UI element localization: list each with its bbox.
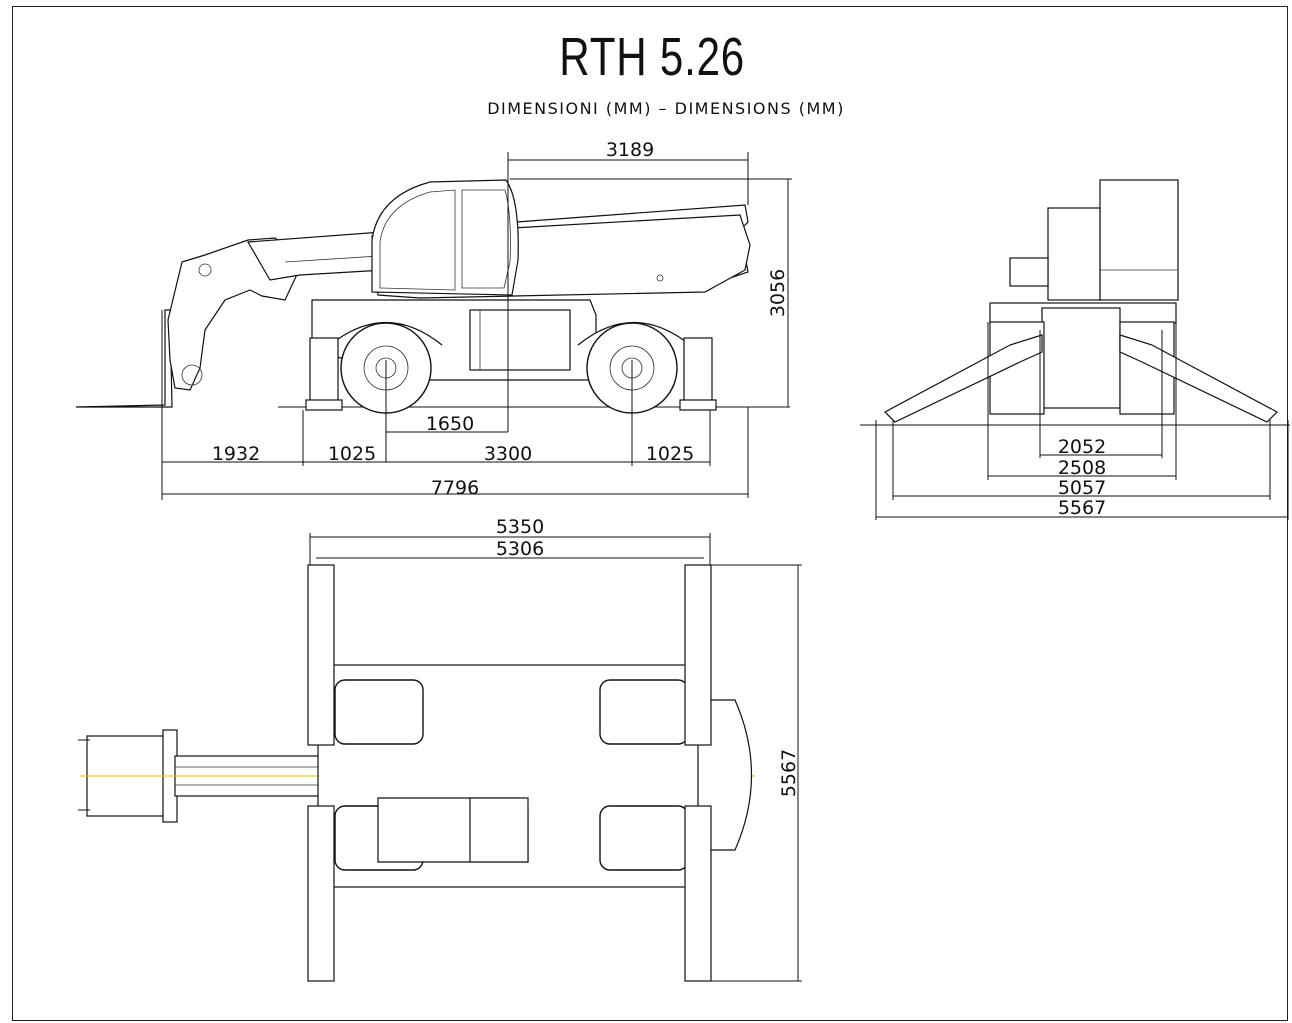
dim-5567-top: 5567 [778,749,800,797]
dim-1025-left: 1025 [328,443,376,465]
dim-3300: 3300 [484,443,532,465]
dim-2508: 2508 [1058,457,1106,479]
dim-3056: 3056 [767,269,789,317]
dim-1932: 1932 [212,443,260,465]
front-view: 2052 2508 5057 5567 [860,179,1290,520]
dim-5057: 5057 [1058,477,1106,499]
dim-3189: 3189 [606,139,654,161]
drawing-title: RTH 5.26 [559,27,746,87]
dim-5306: 5306 [496,538,544,560]
top-view: 5350 5306 5567 [78,516,802,982]
dim-1650: 1650 [426,413,474,435]
side-view: 3189 3056 1650 1932 1025 3300 1025 7796 [75,139,792,500]
drawing-subtitle: DIMENSIONI (MM) – DIMENSIONS (MM) [487,99,845,118]
dim-5567-front: 5567 [1058,497,1106,519]
dim-7796: 7796 [431,477,479,499]
dim-1025-right: 1025 [646,443,694,465]
dim-2052: 2052 [1058,436,1106,458]
dim-5350: 5350 [496,516,544,538]
